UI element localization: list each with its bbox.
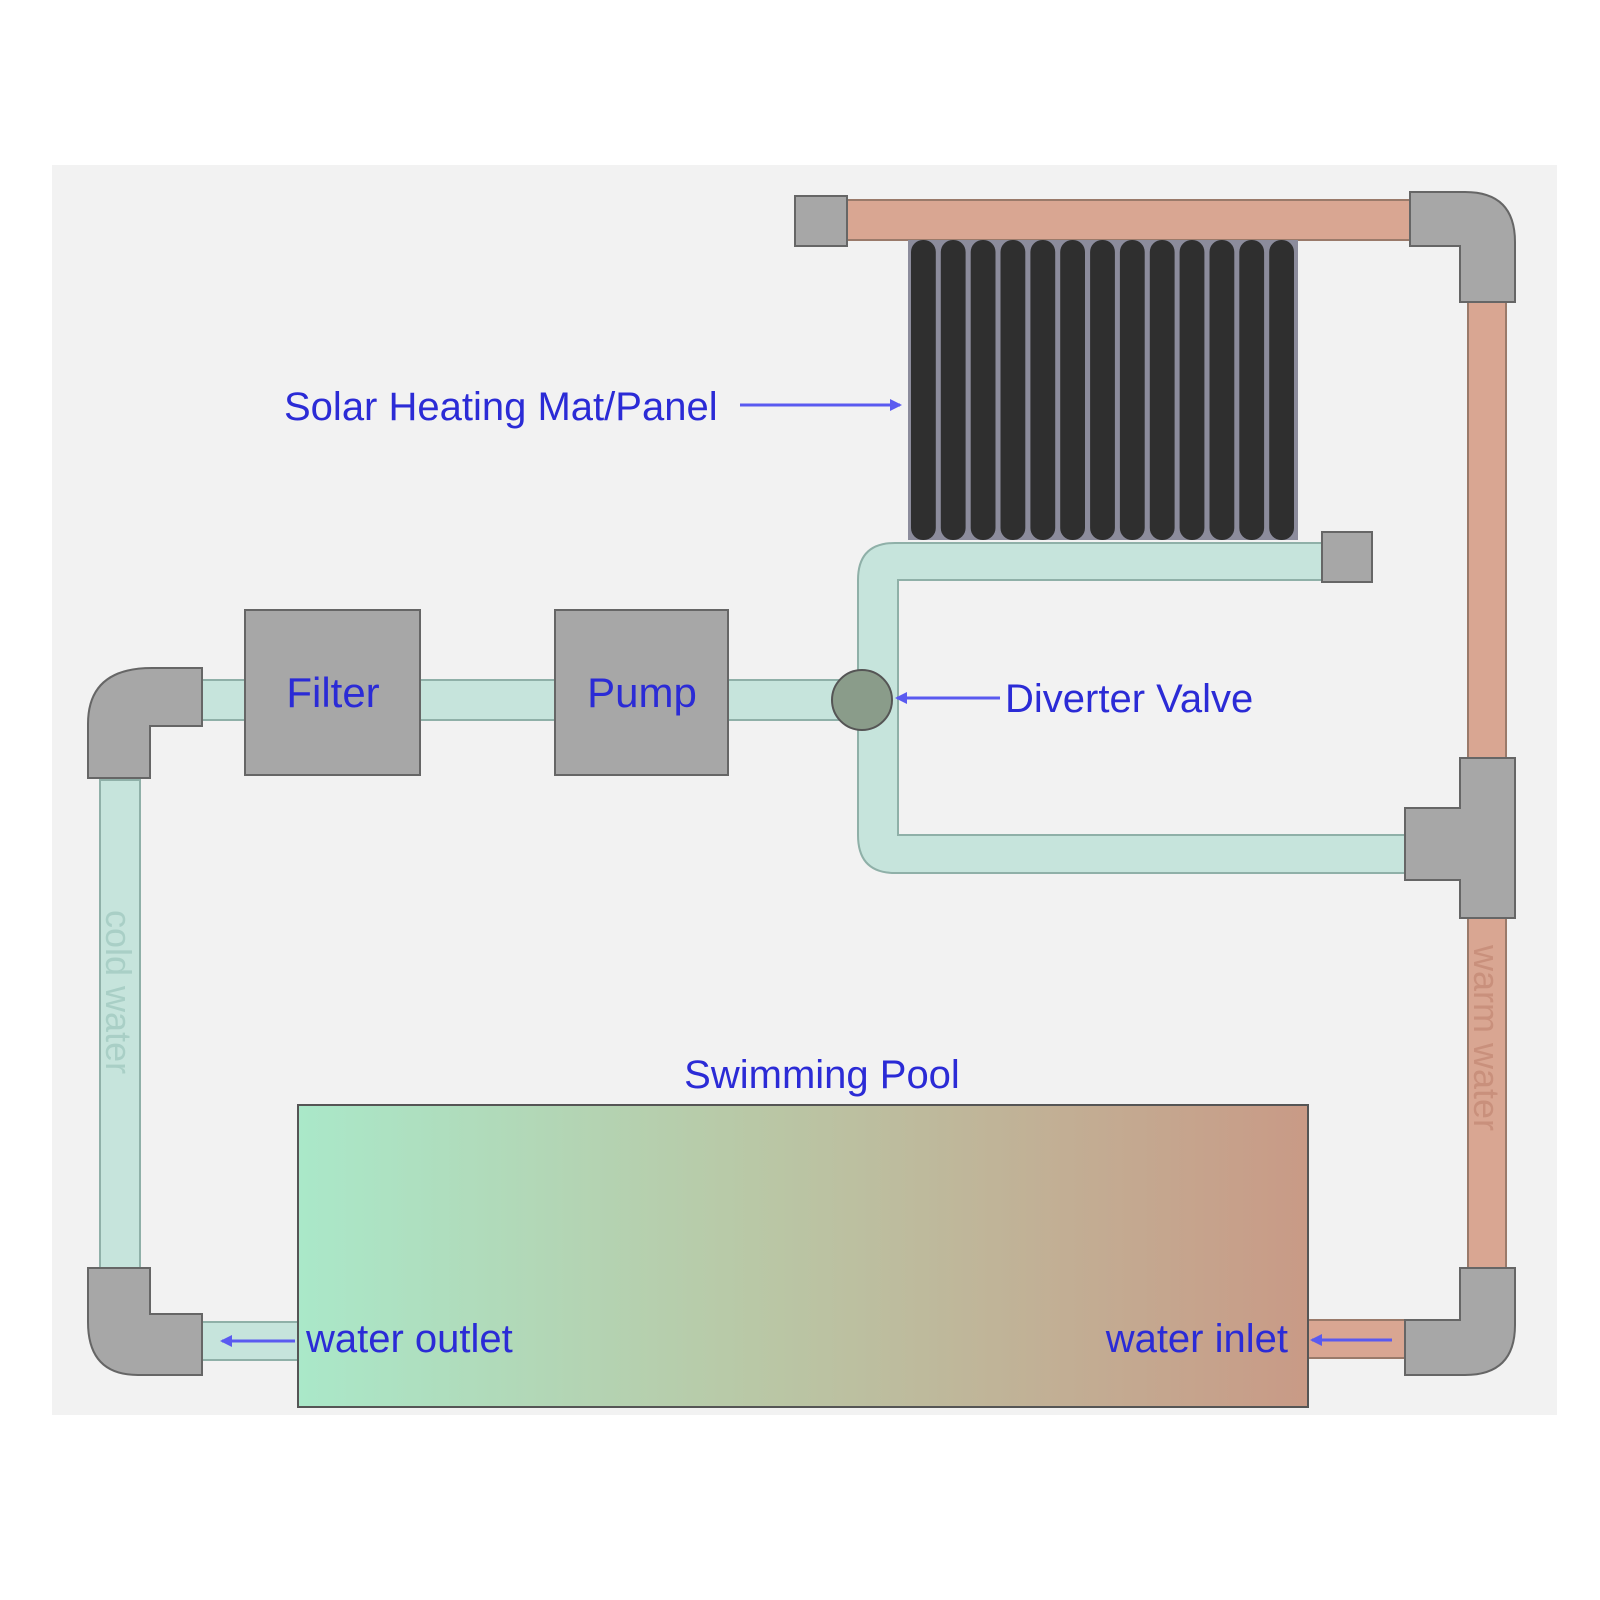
panel-tube	[1119, 240, 1145, 540]
tee-fitting	[1404, 757, 1516, 919]
panel-tubes	[911, 240, 1294, 540]
top-left-elbow	[87, 667, 203, 779]
panel-tube	[1090, 240, 1115, 540]
pipe-corner-to-filter	[199, 679, 249, 721]
panel-tube	[1149, 240, 1175, 540]
panel-tube	[1269, 240, 1294, 540]
top-header-pipe	[839, 199, 1421, 241]
panel-tube	[1000, 240, 1026, 540]
bottom-right-end-cap	[1321, 531, 1373, 583]
left-vertical-pipe	[99, 779, 141, 1271]
panel-tube	[970, 240, 996, 540]
panel-tube	[1239, 240, 1265, 540]
panel-tube	[1030, 240, 1056, 540]
pump-box	[554, 609, 729, 776]
top-right-elbow	[1409, 191, 1516, 303]
right-upper-pipe	[1467, 297, 1507, 759]
solar-panel-label: Solar Heating Mat/Panel	[284, 385, 718, 429]
bottom-left-elbow	[87, 1267, 203, 1376]
diverter-valve-label: Diverter Valve	[1005, 677, 1253, 721]
diverter-valve	[831, 669, 893, 731]
filter-box	[244, 609, 421, 776]
panel-tube	[940, 240, 966, 540]
water-inlet-label: water inlet	[1105, 1317, 1288, 1361]
swimming-pool-label: Swimming Pool	[684, 1053, 960, 1097]
bottom-right-elbow	[1404, 1267, 1516, 1376]
water-outlet-label: water outlet	[305, 1317, 513, 1361]
right-lower-pipe	[1467, 915, 1507, 1277]
cold-water-label: cold water	[98, 910, 139, 1074]
panel-tube	[911, 240, 936, 540]
solar-heating-panel	[908, 240, 1298, 540]
cold-pipes	[99, 542, 1411, 1361]
warm-water-label: warm water	[1466, 944, 1507, 1131]
swimming-pool	[297, 1104, 1309, 1408]
filter-label: Filter	[286, 669, 379, 716]
panel-tube	[1060, 240, 1085, 540]
pipe-filter-to-pump	[419, 679, 556, 721]
fittings	[87, 191, 1516, 1376]
pump-label: Pump	[587, 669, 697, 716]
panel-tube	[1179, 240, 1205, 540]
panel-tube	[1209, 240, 1235, 540]
top-left-end-cap	[794, 195, 848, 247]
